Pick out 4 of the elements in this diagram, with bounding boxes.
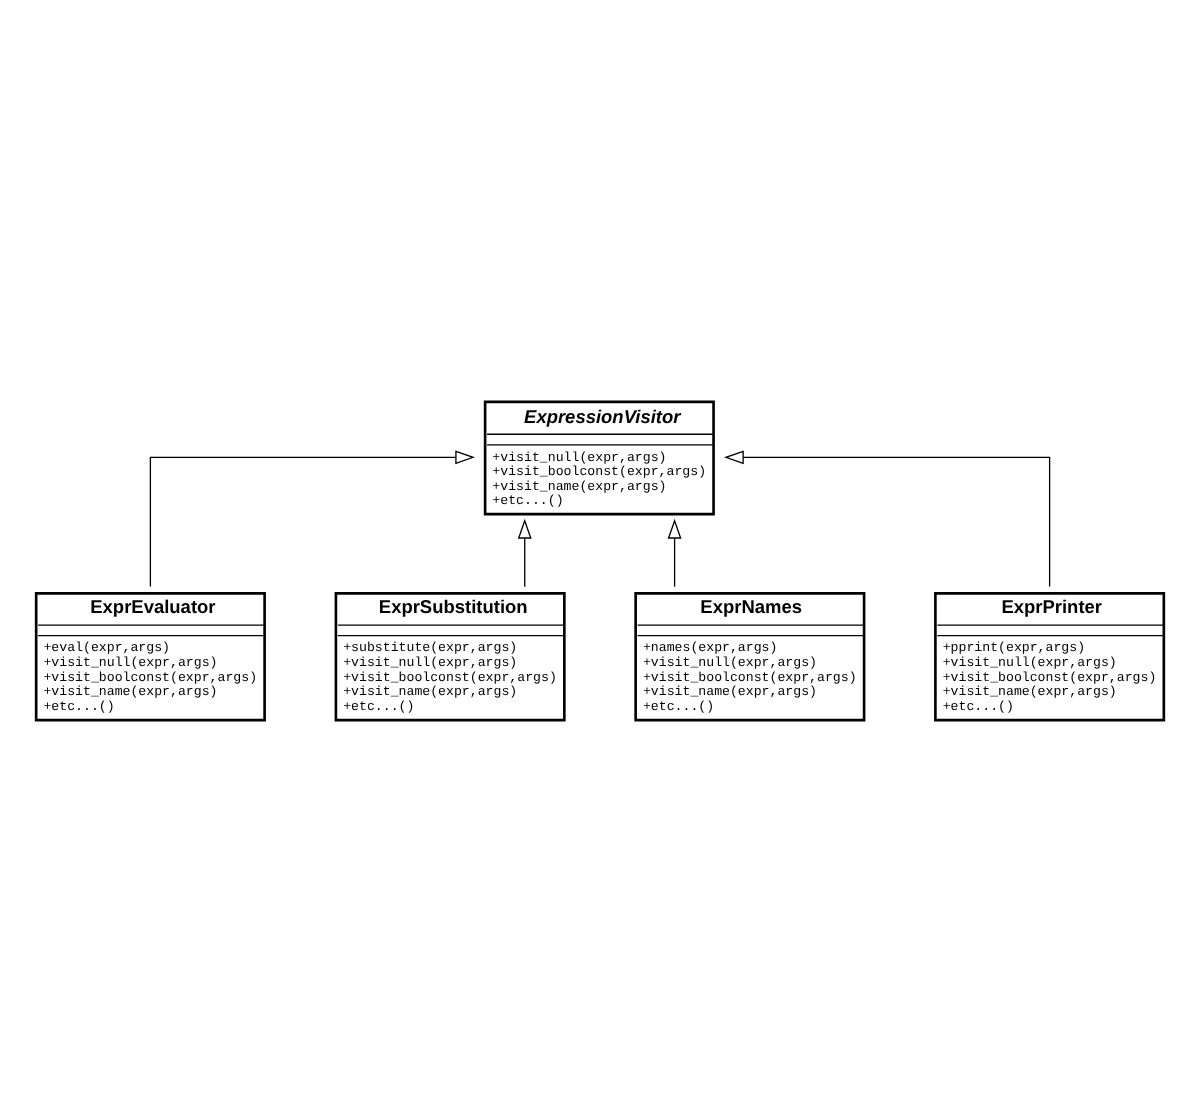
arrow [667, 517, 682, 587]
arrow [517, 517, 532, 587]
arrow [149, 449, 476, 587]
arrow [723, 449, 1051, 587]
